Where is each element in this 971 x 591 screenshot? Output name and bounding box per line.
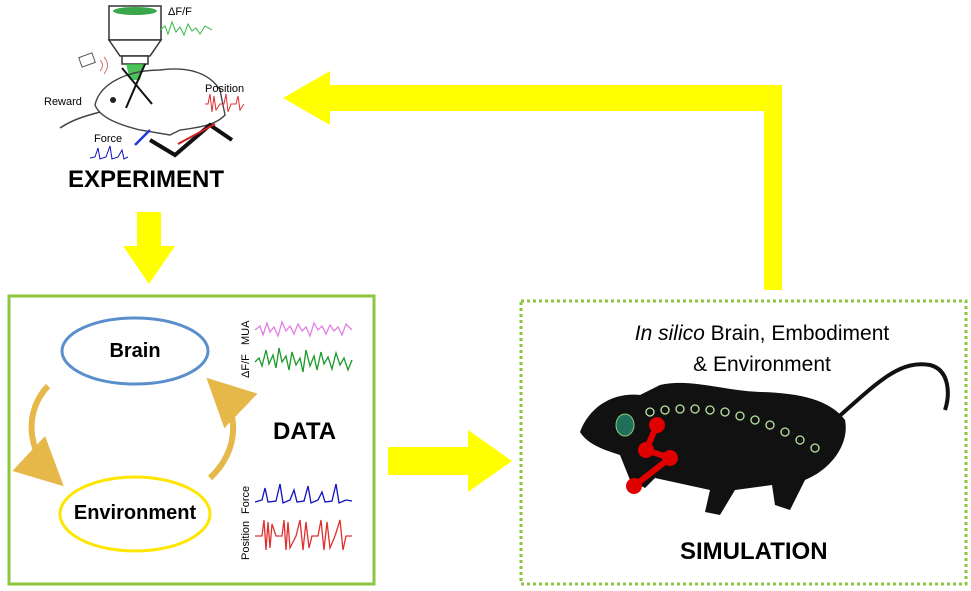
label-position-data: Position (240, 520, 252, 560)
label-force-experiment: Force (94, 133, 123, 145)
simulation-title: SIMULATION (680, 538, 828, 565)
mouse-outline (94, 68, 226, 136)
subtitle-italic: In silico (634, 322, 705, 345)
data-panel-border (7, 294, 376, 586)
subtitle-rest: Brain, Embodiment (704, 322, 890, 345)
simulation-mouse (580, 362, 950, 515)
yellow-arrows (123, 71, 782, 492)
label-position-experiment: Position (205, 83, 245, 95)
subtitle-line2: & Environment (693, 353, 831, 376)
arrow-simulation-to-experiment (283, 71, 782, 290)
label-mua: MUA (240, 320, 252, 345)
experiment-title: EXPERIMENT (68, 166, 225, 193)
label-dff-data: ΔF/F (240, 354, 252, 378)
experiment-illustration (59, 5, 245, 160)
brain-model (615, 413, 635, 437)
spine-segments (645, 404, 820, 453)
label-dff-experiment: ΔF/F (168, 6, 192, 18)
mouse-body (580, 382, 846, 515)
arrow-brain-to-environment (12, 383, 64, 487)
data-traces (254, 320, 353, 551)
simulation-panel-border (519, 299, 968, 586)
arrow-data-to-simulation (388, 430, 512, 492)
environment-oval (58, 475, 212, 553)
trace-force (254, 483, 353, 504)
arrow-environment-to-brain (206, 377, 258, 481)
limb-model (626, 417, 678, 494)
environment-label: Environment (73, 502, 197, 524)
simulation-subtitle: In silico Brain, Embodiment & Environmen… (612, 318, 912, 380)
brain-label: Brain (109, 340, 161, 362)
trace-mua (254, 320, 353, 338)
trace-position (255, 519, 352, 551)
brain-oval (60, 316, 210, 386)
label-force-data: Force (240, 485, 252, 514)
trace-dff (254, 347, 353, 373)
mouse-tail (833, 362, 950, 422)
arrow-experiment-to-data (123, 212, 175, 284)
data-title: DATA (273, 418, 337, 445)
label-reward: Reward (44, 96, 82, 108)
